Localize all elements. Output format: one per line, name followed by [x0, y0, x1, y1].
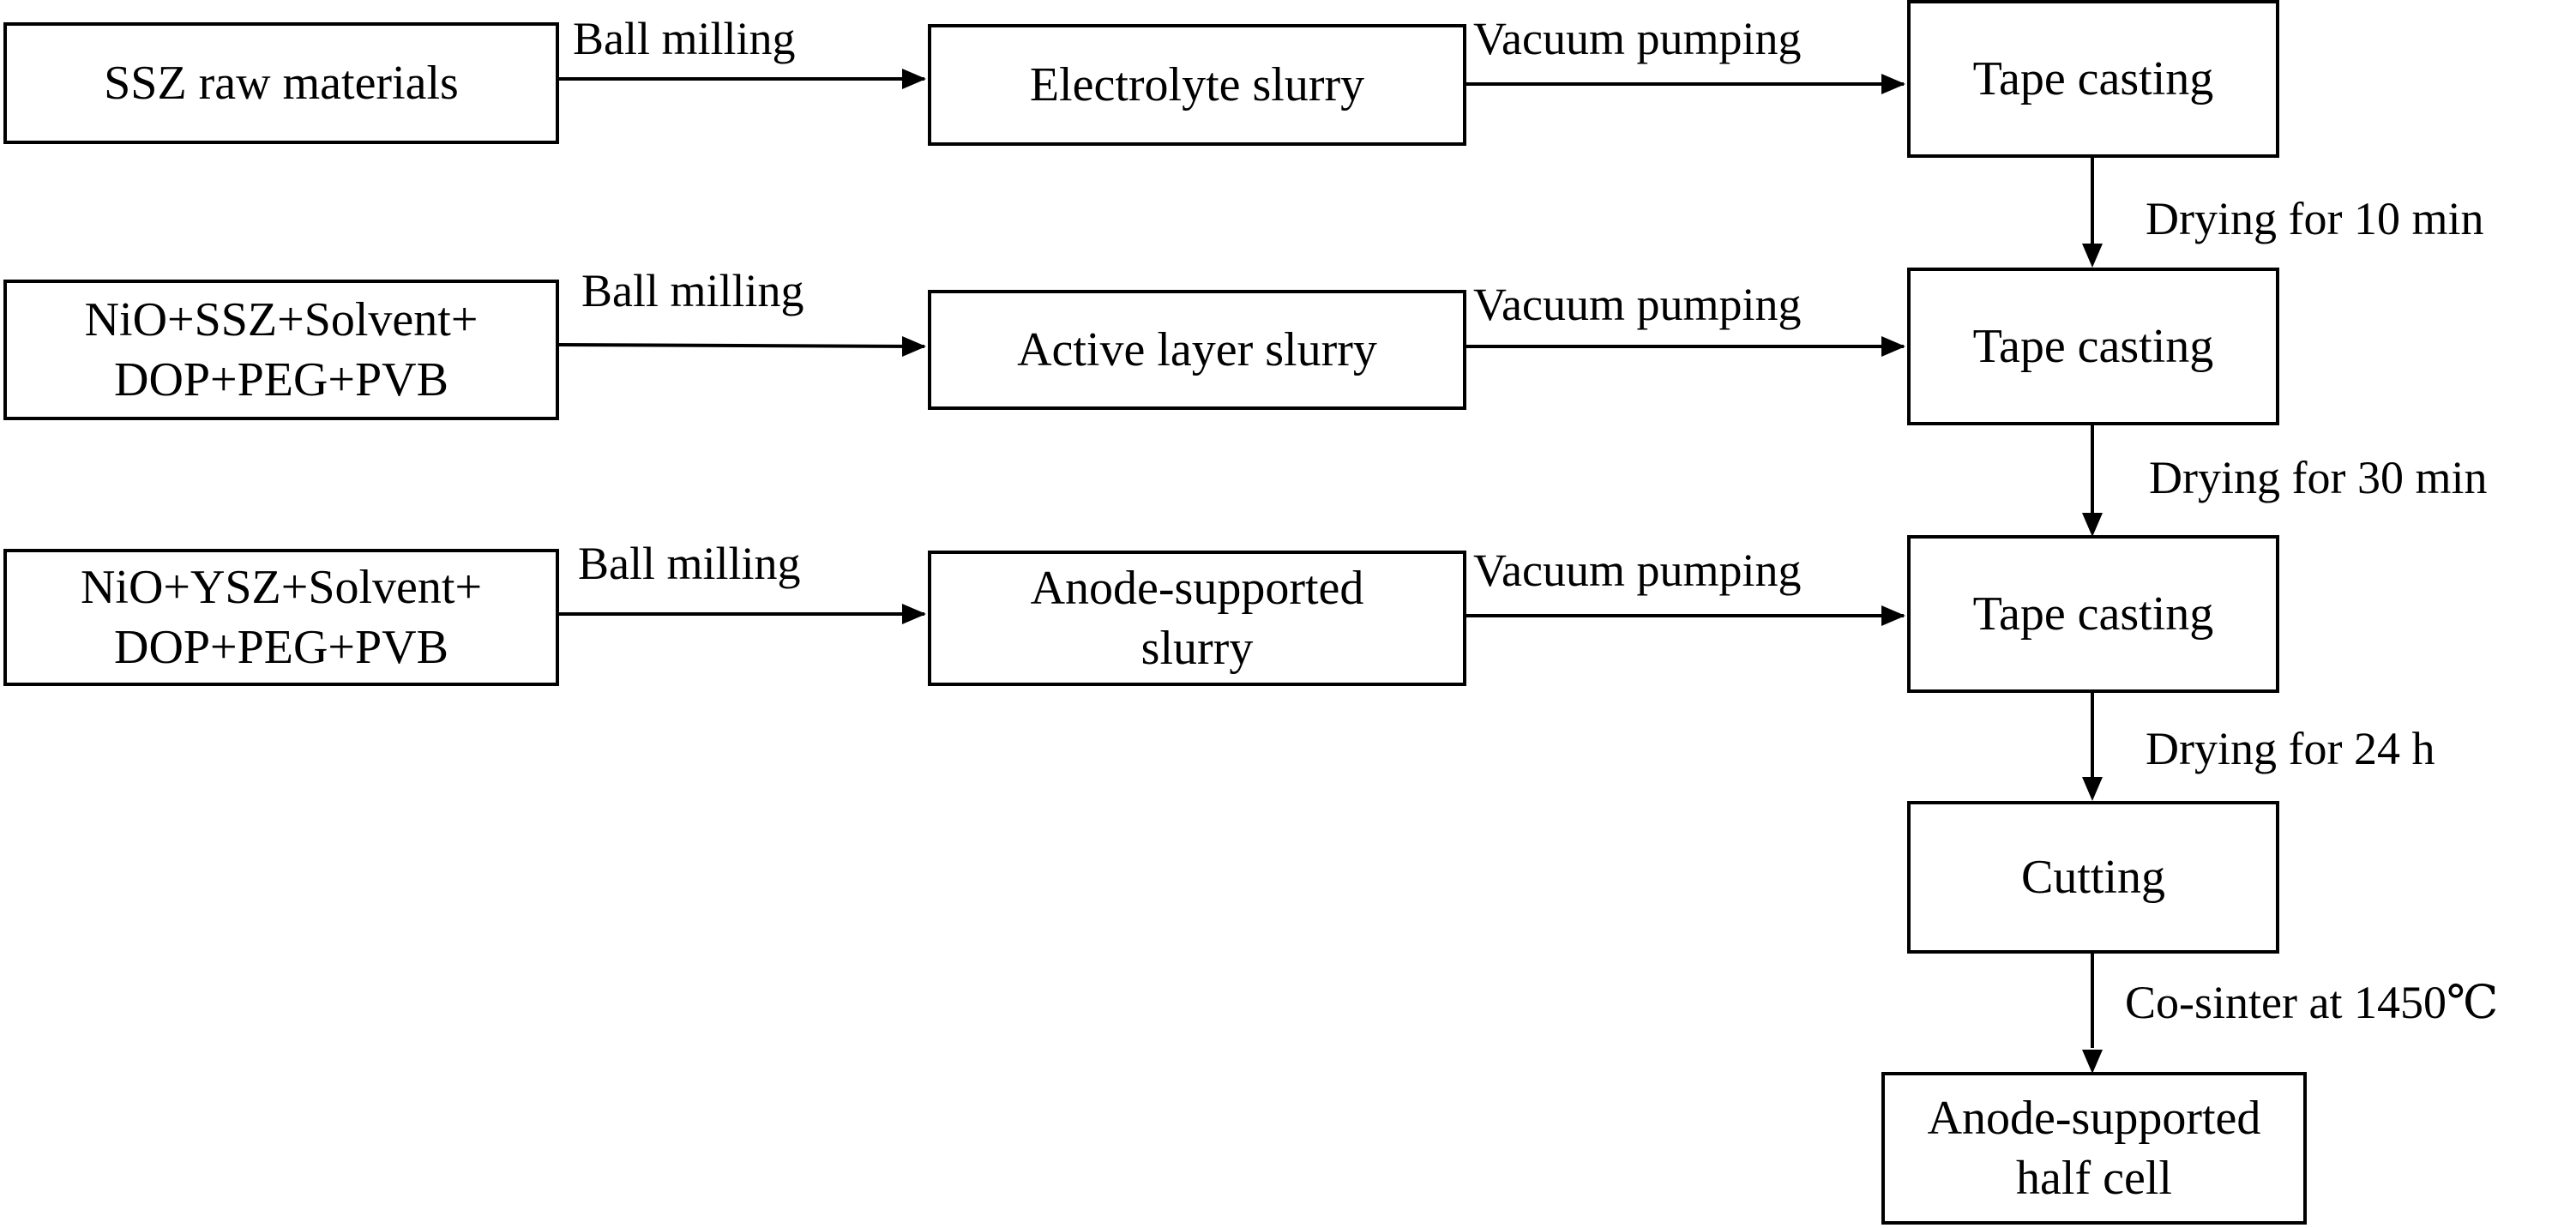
box-electrolyte-slurry: Electrolyte slurry	[928, 24, 1466, 146]
label-ball-milling-3: Ball milling	[578, 538, 801, 589]
box-tape-casting-1: Tape casting	[1907, 0, 2279, 158]
label-vacuum-pumping-3: Vacuum pumping	[1473, 545, 1802, 596]
label-ball-milling-1: Ball milling	[573, 13, 796, 64]
box-nio-ssz-mixture: NiO+SSZ+Solvent+ DOP+PEG+PVB	[3, 280, 559, 420]
label-vacuum-pumping-1: Vacuum pumping	[1473, 13, 1802, 64]
box-active-layer-slurry: Active layer slurry	[928, 290, 1466, 410]
arrow-ball-milling-2	[558, 343, 925, 348]
box-tape-casting-2: Tape casting	[1907, 268, 2279, 425]
box-cutting: Cutting	[1907, 801, 2279, 954]
label-ball-milling-2: Ball milling	[581, 265, 804, 316]
label-co-sinter: Co-sinter at 1450℃	[2125, 977, 2499, 1028]
box-ssz-raw-materials: SSZ raw materials	[3, 22, 559, 144]
label-vacuum-pumping-2: Vacuum pumping	[1473, 279, 1802, 330]
box-anode-supported-half-cell: Anode-supported half cell	[1881, 1072, 2307, 1225]
label-drying-30-min: Drying for 30 min	[2149, 452, 2488, 503]
label-drying-24-h: Drying for 24 h	[2146, 723, 2435, 774]
label-drying-10-min: Drying for 10 min	[2146, 193, 2484, 244]
box-tape-casting-3: Tape casting	[1907, 535, 2279, 693]
box-anode-supported-slurry: Anode-supported slurry	[928, 551, 1466, 686]
box-nio-ysz-mixture: NiO+YSZ+Solvent+ DOP+PEG+PVB	[3, 549, 559, 686]
